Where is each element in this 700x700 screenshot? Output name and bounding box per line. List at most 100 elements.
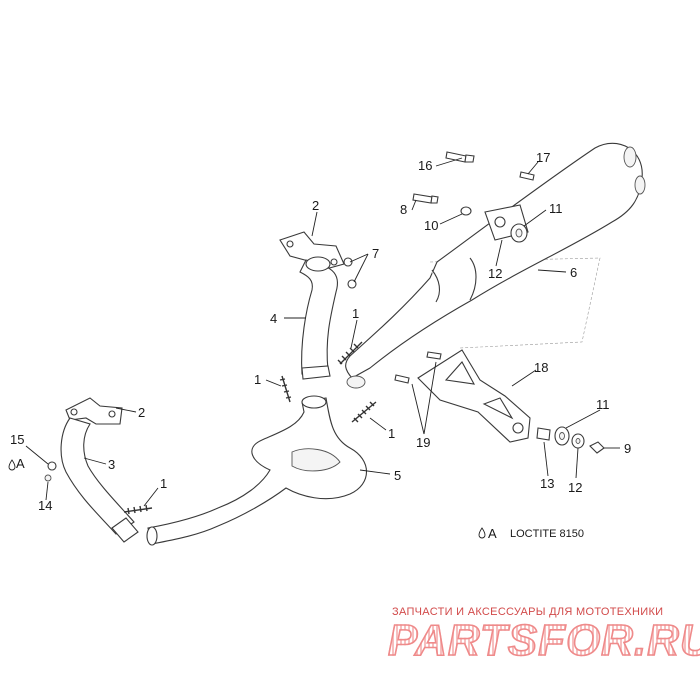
pipe-3-outlet	[111, 517, 139, 543]
leader-19b	[423, 361, 437, 435]
leader-14	[45, 481, 49, 501]
flange-hole-2	[330, 258, 338, 266]
legend: A LOCTITE 8150	[478, 526, 584, 541]
bolt-19b	[394, 374, 410, 384]
screw-17	[519, 171, 535, 181]
leader-8	[411, 199, 417, 211]
callout-17: 17	[536, 150, 550, 165]
rubber-11-hole	[559, 432, 565, 440]
spacer-13	[536, 427, 551, 441]
callout-3: 3	[108, 457, 115, 472]
pipe-4-outlet	[301, 365, 331, 380]
callout-19: 19	[416, 435, 430, 450]
leader-11-upper	[523, 209, 547, 227]
rear-mount-stack	[536, 426, 605, 454]
mount-rubber-hole	[515, 228, 523, 238]
callout-5: 5	[394, 468, 401, 483]
pipe-4-body	[299, 259, 338, 375]
bolt-19a	[426, 351, 442, 360]
leader-3	[83, 457, 107, 465]
leader-12-lower	[575, 447, 579, 479]
leader-2-upper	[311, 211, 318, 237]
leader-12-upper	[495, 239, 503, 267]
flange-hole	[286, 240, 294, 248]
silencer-cone-seam	[469, 257, 477, 301]
silencer-cone-seam-2	[431, 269, 441, 303]
bracket-18-body	[417, 349, 531, 443]
mount-hole	[494, 216, 506, 228]
leader-1d	[143, 487, 159, 507]
callout-11-lower: 11	[596, 397, 610, 412]
callout-2-lower: 2	[138, 405, 145, 420]
callout-8: 8	[400, 202, 407, 217]
silencer-outlet-bottom	[634, 175, 646, 195]
callout-7: 7	[372, 246, 379, 261]
callout-18: 18	[534, 360, 548, 375]
leader-16	[435, 157, 463, 167]
silencer-inlet	[346, 375, 366, 389]
silencer-mount	[484, 204, 529, 243]
flange-lower-hole-2	[108, 410, 116, 418]
washer-12-hole	[575, 438, 581, 444]
leader-lines	[25, 157, 620, 507]
callout-15: 15	[10, 432, 24, 447]
screw-8-head	[430, 195, 439, 204]
screw-8	[412, 193, 433, 204]
collector-inlet-top	[301, 395, 327, 409]
leader-18	[511, 369, 537, 387]
legend-text: LOCTITE 8150	[510, 528, 584, 540]
leader-10	[439, 213, 463, 225]
pipe-3-body	[60, 417, 135, 535]
callout-4: 4	[270, 311, 277, 326]
leader-1b	[265, 379, 282, 387]
legend-drop-icon	[478, 527, 486, 539]
callout-1c: 1	[388, 426, 395, 441]
leader-17	[527, 161, 539, 175]
callout-10: 10	[424, 218, 438, 233]
callout-1b: 1	[254, 372, 261, 387]
leader-1c	[369, 417, 387, 431]
silencer-fasteners	[412, 151, 535, 216]
rear-bracket	[394, 349, 531, 443]
leader-5	[359, 469, 391, 475]
leader-13	[543, 441, 549, 477]
collector-inlet-left	[146, 526, 158, 546]
watermark-logo: PARTSFOR.RU	[387, 615, 700, 666]
leader-6	[537, 269, 567, 273]
leader-1a	[350, 319, 358, 349]
bracket-hole	[512, 422, 524, 434]
flange-lower-hole	[70, 408, 78, 416]
callout-13: 13	[540, 476, 554, 491]
header-pipe-lower	[44, 397, 139, 543]
washer-10	[460, 206, 472, 216]
screw-16-head	[464, 154, 475, 163]
spring-1c	[351, 401, 377, 423]
spring-1a	[337, 341, 363, 365]
silencer-body	[345, 142, 643, 379]
nut-7a	[343, 257, 353, 267]
callout-16: 16	[418, 158, 432, 173]
nut-9	[589, 441, 605, 454]
collector	[146, 395, 367, 546]
watermark-subtitle: ЗАПЧАСТИ И АКСЕССУАРЫ ДЛЯ МОТОТЕХНИКИ	[392, 606, 664, 618]
collector-body	[147, 397, 367, 545]
spring-1b	[279, 375, 292, 403]
callout-12-upper: 12	[488, 266, 502, 281]
leader-15	[25, 445, 49, 465]
pipe-4-top-opening	[305, 256, 331, 272]
callout-11-upper: 11	[549, 201, 563, 216]
callout-2-upper: 2	[312, 198, 319, 213]
callout-12-lower: 12	[568, 480, 582, 495]
bracket-cutout-1	[444, 361, 476, 385]
callout-1d: 1	[160, 476, 167, 491]
callout-9: 9	[624, 441, 631, 456]
spring-1d	[123, 504, 153, 515]
leader-19a	[411, 383, 425, 435]
screw-16	[445, 151, 467, 163]
legend-symbol: A	[488, 526, 497, 541]
springs	[123, 341, 377, 515]
washer-14	[44, 474, 52, 482]
callout-1a: 1	[352, 306, 359, 321]
